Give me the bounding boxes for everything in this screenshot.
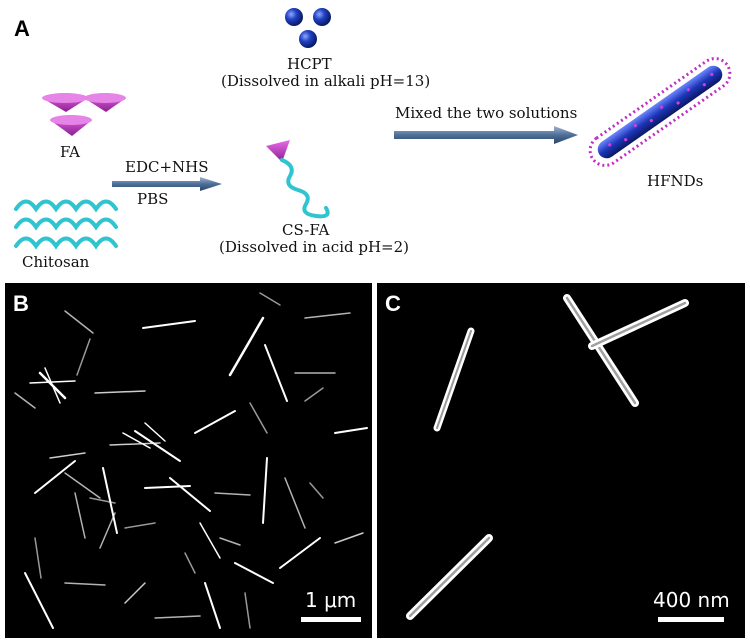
scalebar-label-b: 1 μm (305, 588, 357, 612)
hcpt-spheres-icon (285, 8, 331, 48)
mixing-label: Mixed the two solutions (395, 104, 578, 122)
scalebar-b (301, 617, 361, 622)
mixing-arrow-icon (394, 126, 578, 144)
synthesis-scheme (14, 8, 732, 250)
hfnd-nanorod-icon (588, 57, 732, 167)
hcpt-note: (Dissolved in alkali pH=13) (221, 72, 431, 90)
nanorods-b (14, 292, 368, 629)
cs-fa-note: (Dissolved in acid pH=2) (219, 238, 410, 256)
nanorods-c (406, 294, 689, 620)
hcpt-label: HCPT (287, 55, 332, 73)
scalebar-label-c: 400 nm (653, 588, 730, 612)
product-label: HFNDs (647, 172, 704, 190)
panel-label-c: C (385, 291, 401, 316)
micrograph-b: B 1 μm (5, 283, 372, 638)
reaction-arrow-icon (112, 177, 222, 191)
cs-fa-label: CS-FA (282, 221, 330, 239)
micrograph-c: C 400 nm (377, 283, 745, 638)
buffer-label: PBS (137, 190, 169, 208)
panel-label-b: B (13, 291, 29, 316)
fa-cones-icon (42, 93, 126, 136)
cs-fa-conjugate-icon (266, 140, 330, 219)
fa-label: FA (60, 143, 80, 161)
chitosan-chains-icon (14, 199, 118, 250)
reagents-label: EDC+NHS (125, 158, 209, 176)
scalebar-c (658, 617, 724, 622)
panel-label-a: A (14, 16, 30, 41)
chitosan-label: Chitosan (22, 253, 90, 271)
